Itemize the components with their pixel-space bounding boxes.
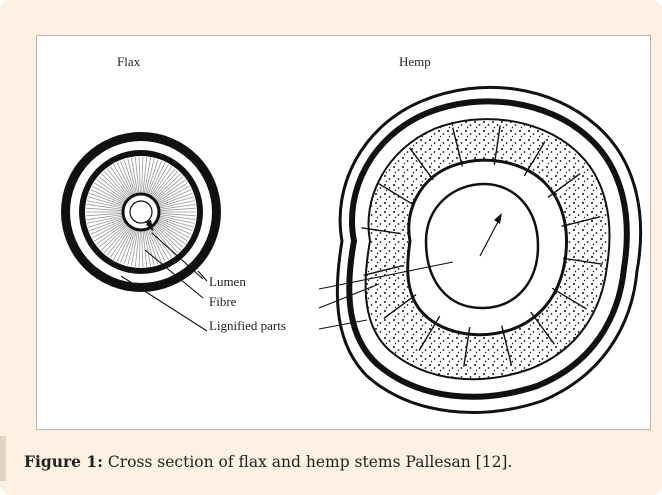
legend-lumen: Lumen: [209, 274, 246, 290]
caption-edge-shade: [0, 436, 6, 481]
caption-text: Cross section of flax and hemp stems Pal…: [103, 453, 512, 471]
flax-cross-section: [61, 132, 221, 292]
stem-cross-section-diagram: [37, 36, 651, 430]
hemp-cross-section: [337, 87, 640, 412]
hemp-lumen: [426, 184, 538, 308]
legend-fibre: Fibre: [209, 294, 236, 310]
hemp-label: Hemp: [399, 54, 431, 70]
caption-prefix: Figure 1:: [24, 452, 103, 471]
legend-lignified-parts: Lignified parts: [209, 318, 286, 334]
figure-frame: Flax Hemp Lumen Fibre Lignified parts: [36, 35, 651, 430]
flax-label: Flax: [117, 54, 140, 70]
figure-caption: Figure 1: Cross section of flax and hemp…: [24, 452, 512, 471]
